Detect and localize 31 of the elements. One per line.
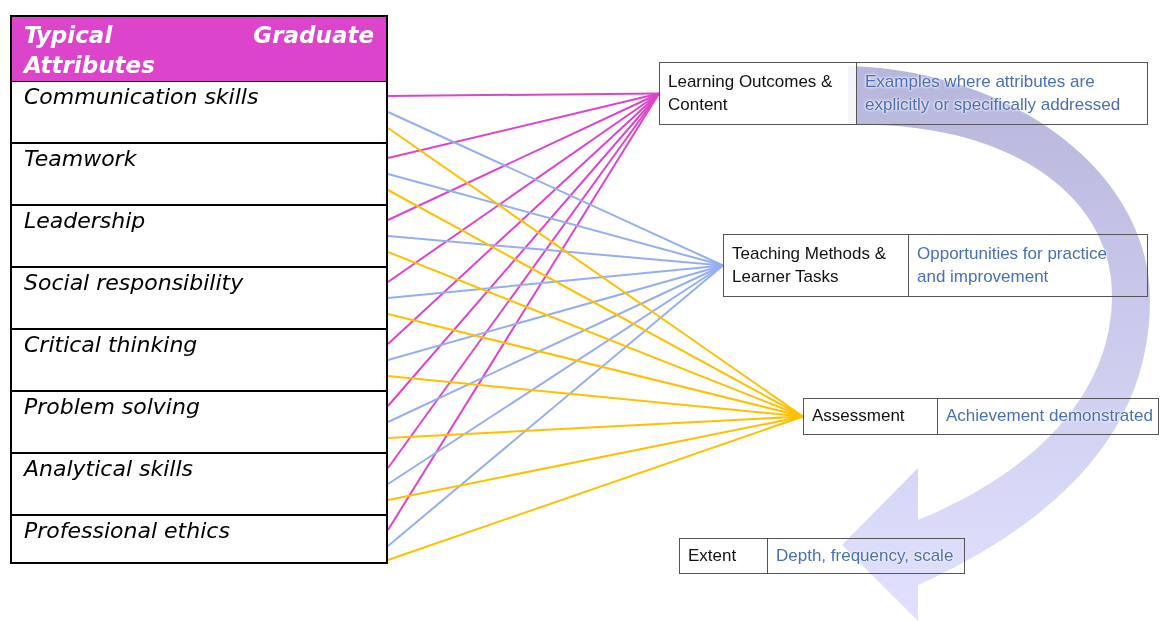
attribute-text: Professional ethics xyxy=(24,518,230,543)
table-header xyxy=(10,15,388,83)
attribute-text: Analytical skills xyxy=(24,456,194,481)
table-row xyxy=(10,330,388,392)
table-row xyxy=(10,144,388,206)
header-text: Typical Graduate Attributes xyxy=(24,21,374,80)
connector-line xyxy=(387,415,804,561)
table-row xyxy=(10,392,388,454)
stage-description: Achievement demonstrated xyxy=(945,405,1154,428)
connector-line xyxy=(387,111,724,267)
stage-box xyxy=(723,234,1148,297)
connector-line xyxy=(387,251,804,418)
attribute-text: Social responsibility xyxy=(24,270,244,295)
table-row xyxy=(10,516,388,564)
connector-line xyxy=(387,92,660,159)
stage-box xyxy=(679,538,965,574)
stage-box xyxy=(659,62,1148,125)
attribute-text: Problem solving xyxy=(24,394,200,419)
table-row xyxy=(10,206,388,268)
attribute-text: Critical thinking xyxy=(24,332,198,357)
stage-description: Opportunities for practice and improvement xyxy=(916,242,1108,288)
connector-line xyxy=(387,127,804,418)
table-row xyxy=(10,82,388,144)
attribute-text: Communication skills xyxy=(24,84,259,109)
connector-line xyxy=(387,264,724,547)
stage-description: Depth, frequency, scale xyxy=(775,544,955,567)
stage-box xyxy=(803,398,1159,435)
attribute-text: Teamwork xyxy=(24,146,137,171)
attribute-text: Leadership xyxy=(24,208,146,233)
table-row xyxy=(10,454,388,516)
table-row xyxy=(10,268,388,330)
